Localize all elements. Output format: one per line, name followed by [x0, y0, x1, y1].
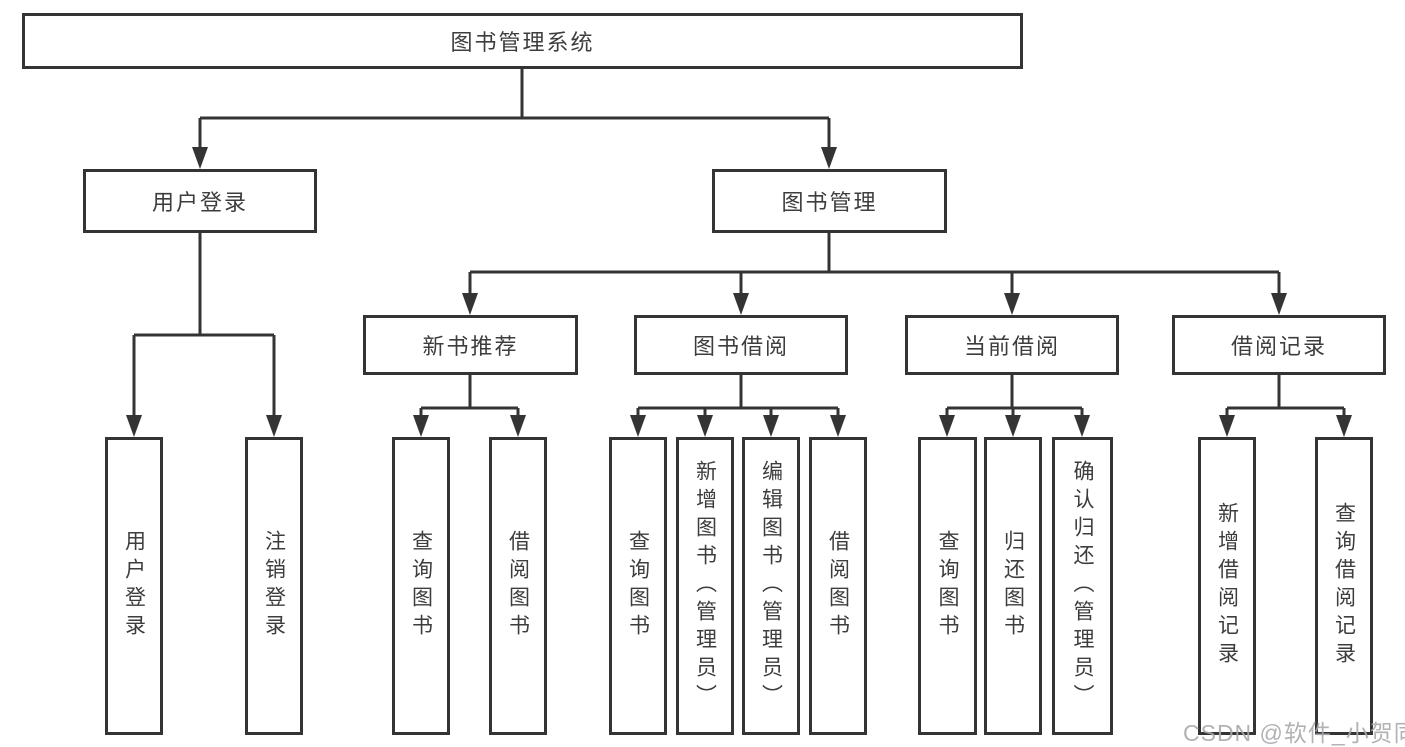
leaf-query-borrow-record: 查询借阅记录 [1315, 437, 1373, 735]
leaf-return-books-label: 归还图书 [1001, 530, 1025, 642]
leaf-edit-books-admin: 编辑图书（管理员） [742, 437, 800, 735]
arrowheads [126, 147, 1352, 437]
node-borrow-records-label: 借阅记录 [1230, 334, 1327, 359]
node-new-book-recommend-label: 新书推荐 [422, 334, 519, 359]
leaf-add-books-admin-label: 新增图书（管理员） [693, 460, 717, 712]
node-book-management: 图书管理 [712, 169, 947, 233]
leaf-add-borrow-record: 新增借阅记录 [1198, 437, 1256, 735]
node-root: 图书管理系统 [22, 13, 1023, 69]
leaf-user-login: 用户登录 [105, 437, 163, 735]
leaf-add-borrow-record-label: 新增借阅记录 [1215, 502, 1239, 670]
leaf-current-query-books: 查询图书 [918, 437, 977, 735]
leaf-recommend-borrow-books: 借阅图书 [489, 437, 547, 735]
node-current-borrow: 当前借阅 [905, 315, 1119, 375]
leaf-borrow-books: 借阅图书 [809, 437, 867, 735]
leaf-recommend-query-books: 查询图书 [392, 437, 450, 735]
leaf-logout: 注销登录 [245, 437, 303, 735]
node-book-borrow: 图书借阅 [634, 315, 848, 375]
leaf-add-books-admin: 新增图书（管理员） [676, 437, 734, 735]
node-current-borrow-label: 当前借阅 [963, 334, 1060, 359]
node-book-management-label: 图书管理 [781, 190, 878, 215]
node-root-label: 图书管理系统 [450, 30, 595, 55]
leaf-current-query-books-label: 查询图书 [936, 530, 959, 642]
leaf-return-books: 归还图书 [984, 437, 1042, 735]
leaf-confirm-return-admin-label: 确认归还（管理员） [1071, 460, 1094, 712]
leaf-borrow-books-label: 借阅图书 [826, 530, 850, 642]
leaf-query-borrow-record-label: 查询借阅记录 [1332, 502, 1356, 670]
watermark: CSDN @软件_小贺同学 [1183, 720, 1405, 746]
leaf-logout-label: 注销登录 [262, 530, 286, 642]
leaf-borrow-query-books-label: 查询图书 [626, 530, 650, 642]
leaf-recommend-borrow-books-label: 借阅图书 [506, 530, 530, 642]
node-user-login: 用户登录 [83, 169, 317, 233]
leaf-edit-books-admin-label: 编辑图书（管理员） [759, 460, 783, 712]
node-borrow-records: 借阅记录 [1172, 315, 1386, 375]
leaf-confirm-return-admin: 确认归还（管理员） [1052, 437, 1113, 735]
node-new-book-recommend: 新书推荐 [363, 315, 578, 375]
node-user-login-label: 用户登录 [151, 190, 248, 215]
leaf-recommend-query-books-label: 查询图书 [409, 530, 433, 642]
node-book-borrow-label: 图书借阅 [692, 334, 789, 359]
leaf-user-login-label: 用户登录 [122, 530, 146, 642]
leaf-borrow-query-books: 查询图书 [609, 437, 667, 735]
